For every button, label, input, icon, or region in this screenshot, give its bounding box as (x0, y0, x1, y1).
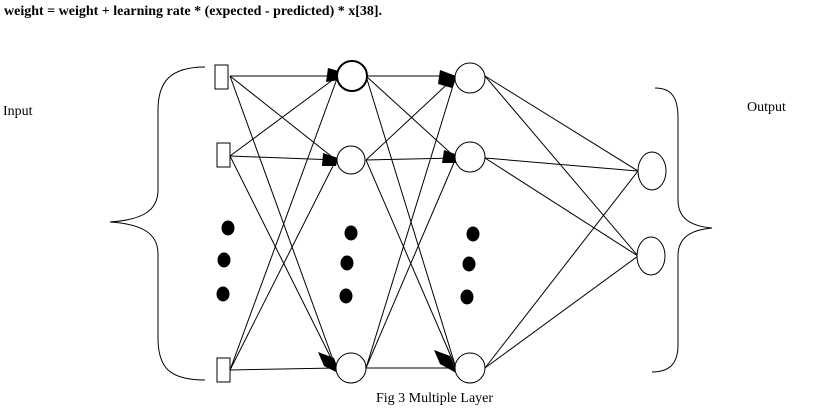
input-brace (109, 66, 206, 381)
edge (365, 157, 457, 161)
arrowhead (318, 352, 340, 374)
edge (229, 155, 337, 369)
ellipsis-dot (462, 256, 476, 272)
edge (229, 75, 337, 161)
ellipsis-dot (217, 252, 231, 268)
figure-caption: Fig 3 Multiple Layer (376, 391, 493, 406)
edge (484, 255, 639, 369)
input-node (216, 142, 231, 168)
output-node (637, 151, 667, 191)
ellipsis-dot (221, 220, 235, 236)
edge (365, 75, 457, 159)
input-layer (214, 64, 231, 383)
edge (229, 75, 337, 369)
output-label: Output (747, 100, 786, 115)
arrowhead (442, 150, 458, 163)
ellipsis-dot (460, 289, 474, 305)
output-brace (651, 87, 713, 373)
input-label: Input (3, 104, 33, 119)
edge (484, 170, 639, 369)
arrowhead (438, 70, 456, 88)
ellipsis-dot (466, 226, 480, 242)
edge (229, 159, 337, 371)
hidden-node (454, 352, 486, 384)
ellipsis-dot (216, 286, 230, 302)
arrowheads (318, 68, 458, 374)
input-node (216, 357, 231, 383)
output-layer (636, 151, 667, 276)
input-node (214, 64, 229, 90)
edge (229, 155, 337, 161)
edge (229, 367, 337, 371)
edge (365, 157, 457, 369)
edge (484, 157, 639, 257)
arrowhead (322, 153, 338, 166)
ellipsis-dots (216, 220, 480, 305)
hidden-layer-2 (454, 62, 486, 384)
hidden-node (336, 60, 368, 92)
edge (365, 75, 457, 369)
output-node (636, 236, 666, 276)
edge (365, 75, 457, 161)
hidden-layer-1 (335, 60, 368, 384)
hidden-node (454, 62, 486, 94)
hidden-node (454, 141, 486, 173)
edge (484, 75, 639, 172)
edge (229, 75, 339, 157)
hidden-node (336, 145, 366, 175)
hidden-node (335, 352, 367, 384)
update-rule-formula: weight = weight + learning rate * (expec… (4, 4, 382, 19)
ellipsis-dot (344, 225, 358, 241)
edge (229, 75, 339, 371)
connections (229, 75, 639, 371)
ellipsis-dot (339, 288, 353, 304)
arrowhead (434, 350, 458, 374)
edge (484, 157, 639, 172)
edge (484, 75, 639, 257)
ellipsis-dot (340, 255, 354, 271)
